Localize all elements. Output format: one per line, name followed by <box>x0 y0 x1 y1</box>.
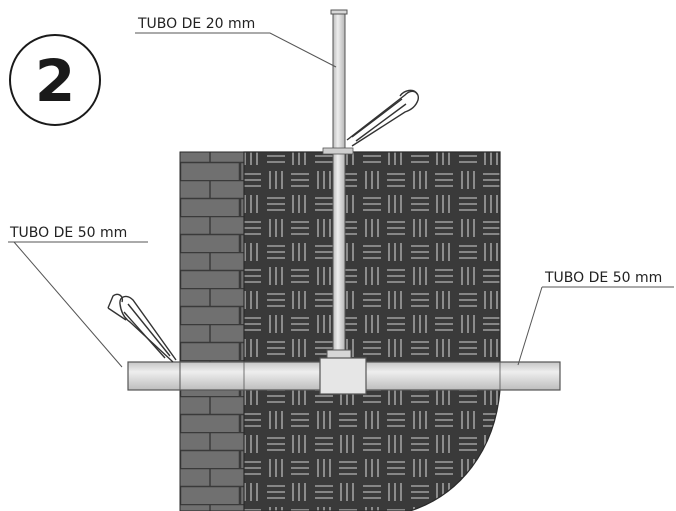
step-circle <box>9 34 101 126</box>
vertical-pipe-20mm <box>322 9 354 363</box>
leader-top <box>135 32 337 68</box>
label-tubo-50-right: TUBO DE 50 mm <box>544 270 662 286</box>
label-tubo-50-left: TUBO DE 50 mm <box>9 225 127 241</box>
leader-left <box>13 241 123 368</box>
weave-panel <box>243 151 501 511</box>
brick-wall <box>179 151 245 511</box>
leaders <box>8 32 674 368</box>
clamp-top <box>346 89 419 147</box>
label-tubo-20: TUBO DE 20 mm <box>137 16 255 32</box>
leader-right <box>517 286 543 366</box>
tee-fitting <box>319 357 367 395</box>
step-badge: 2 <box>9 34 101 126</box>
step-number: 2 <box>35 47 75 115</box>
clamp-left <box>107 293 177 363</box>
